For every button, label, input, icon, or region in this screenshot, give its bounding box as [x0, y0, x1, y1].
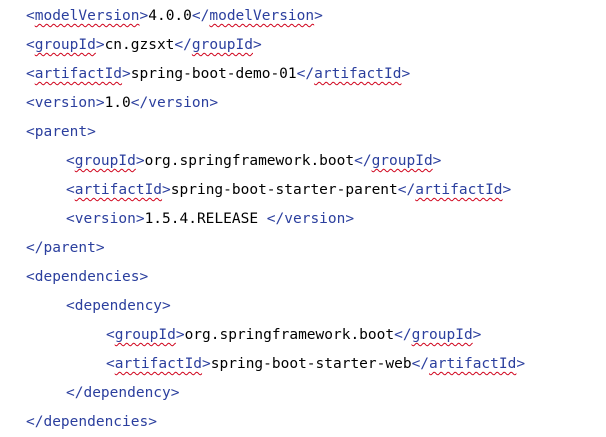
tag-end-bracket: >	[472, 327, 482, 343]
opening-bracket: <	[66, 298, 75, 314]
opening-bracket: <	[106, 356, 115, 372]
code-line[interactable]: <dependency>	[66, 292, 171, 321]
closing-bracket: </	[397, 182, 416, 198]
closing-bracket: </	[26, 240, 44, 256]
closing-bracket: </	[354, 153, 372, 169]
tag-end-bracket: >	[432, 153, 442, 169]
tag-end-bracket: >	[87, 124, 96, 140]
closing-tag-name: dependencies	[43, 414, 149, 430]
tag-end-bracket: >	[170, 385, 180, 401]
tag-end-bracket: >	[95, 240, 105, 256]
opening-tag-name: modelVersion	[34, 8, 140, 24]
opening-tag-name: artifactId	[74, 182, 163, 198]
tag-end-bracket: >	[135, 153, 145, 169]
closing-tag-name: version	[284, 211, 346, 227]
closing-tag-name: groupId	[191, 37, 253, 53]
closing-bracket: </	[296, 66, 315, 82]
element-value: 4.0.0	[148, 8, 192, 24]
tag-end-bracket: >	[139, 8, 149, 24]
code-line[interactable]: </parent>	[26, 234, 105, 263]
opening-tag-name: version	[74, 211, 136, 227]
tag-end-bracket: >	[139, 269, 149, 285]
code-line[interactable]: <artifactId>spring-boot-starter-parent</…	[66, 176, 511, 205]
code-line[interactable]: <parent>	[26, 118, 96, 147]
tag-end-bracket: >	[162, 298, 171, 314]
opening-bracket: <	[66, 182, 75, 198]
opening-tag-name: artifactId	[114, 356, 203, 372]
opening-tag-name: groupId	[74, 153, 136, 169]
code-line[interactable]: <modelVersion>4.0.0</modelVersion>	[26, 2, 323, 31]
opening-bracket: <	[66, 211, 75, 227]
opening-bracket: <	[26, 124, 35, 140]
opening-tag-name: parent	[34, 124, 88, 140]
opening-bracket: <	[26, 269, 35, 285]
opening-bracket: <	[26, 8, 35, 24]
closing-bracket: </	[191, 8, 210, 24]
opening-bracket: <	[106, 327, 115, 343]
closing-bracket: </	[174, 37, 192, 53]
tag-end-bracket: >	[401, 66, 411, 82]
opening-tag-name: version	[34, 95, 96, 111]
closing-bracket: </	[26, 414, 44, 430]
closing-tag-name: version	[148, 95, 210, 111]
opening-bracket: <	[26, 95, 35, 111]
tag-end-bracket: >	[502, 182, 512, 198]
tag-end-bracket: >	[122, 66, 131, 82]
closing-tag-name: parent	[43, 240, 96, 256]
opening-tag-name: groupId	[34, 37, 96, 53]
closing-tag-name: modelVersion	[209, 8, 315, 24]
opening-bracket: <	[26, 37, 35, 53]
element-value: org.springframework.boot	[184, 327, 395, 343]
closing-tag-name: artifactId	[314, 66, 402, 82]
code-line[interactable]: <artifactId>spring-boot-starter-web</art…	[106, 350, 525, 379]
closing-tag-name: groupId	[371, 153, 433, 169]
element-value: spring-boot-starter-parent	[170, 182, 398, 198]
tag-end-bracket: >	[175, 327, 185, 343]
closing-tag-name: artifactId	[429, 356, 517, 372]
closing-bracket: </	[411, 356, 430, 372]
opening-tag-name: dependencies	[34, 269, 140, 285]
closing-tag-name: artifactId	[415, 182, 503, 198]
tag-end-bracket: >	[148, 414, 157, 430]
opening-bracket: <	[26, 66, 35, 82]
code-line[interactable]: <artifactId>spring-boot-demo-01</artifac…	[26, 60, 410, 89]
tag-end-bracket: >	[202, 356, 211, 372]
code-line[interactable]: </dependencies>	[26, 408, 157, 437]
tag-end-bracket: >	[516, 356, 526, 372]
element-value: spring-boot-demo-01	[130, 66, 297, 82]
code-line[interactable]: <groupId>cn.gzsxt</groupId>	[26, 31, 262, 60]
element-value: cn.gzsxt	[104, 37, 175, 53]
closing-tag-name: groupId	[411, 327, 473, 343]
tag-end-bracket: >	[95, 95, 105, 111]
code-line[interactable]: </dependency>	[66, 379, 180, 408]
tag-end-bracket: >	[162, 182, 171, 198]
tag-end-bracket: >	[314, 8, 323, 24]
tag-end-bracket: >	[209, 95, 219, 111]
code-line[interactable]: <groupId>org.springframework.boot</group…	[66, 147, 441, 176]
closing-bracket: </	[266, 211, 285, 227]
code-line[interactable]: <version>1.0</version>	[26, 89, 218, 118]
tag-end-bracket: >	[253, 37, 262, 53]
element-value: spring-boot-starter-web	[210, 356, 412, 372]
opening-tag-name: groupId	[114, 327, 176, 343]
opening-tag-name: artifactId	[34, 66, 123, 82]
tag-end-bracket: >	[95, 37, 105, 53]
element-value: 1.0	[104, 95, 131, 111]
closing-bracket: </	[66, 385, 84, 401]
closing-bracket: </	[394, 327, 412, 343]
tag-end-bracket: >	[345, 211, 355, 227]
element-value: org.springframework.boot	[144, 153, 355, 169]
element-value: 1.5.4.RELEASE	[144, 211, 267, 227]
code-line[interactable]: <dependencies>	[26, 263, 148, 292]
code-line[interactable]: <groupId>org.springframework.boot</group…	[106, 321, 481, 350]
code-line[interactable]: <version>1.5.4.RELEASE </version>	[66, 205, 354, 234]
closing-bracket: </	[130, 95, 149, 111]
opening-tag-name: dependency	[74, 298, 163, 314]
opening-bracket: <	[66, 153, 75, 169]
closing-tag-name: dependency	[83, 385, 171, 401]
tag-end-bracket: >	[135, 211, 145, 227]
